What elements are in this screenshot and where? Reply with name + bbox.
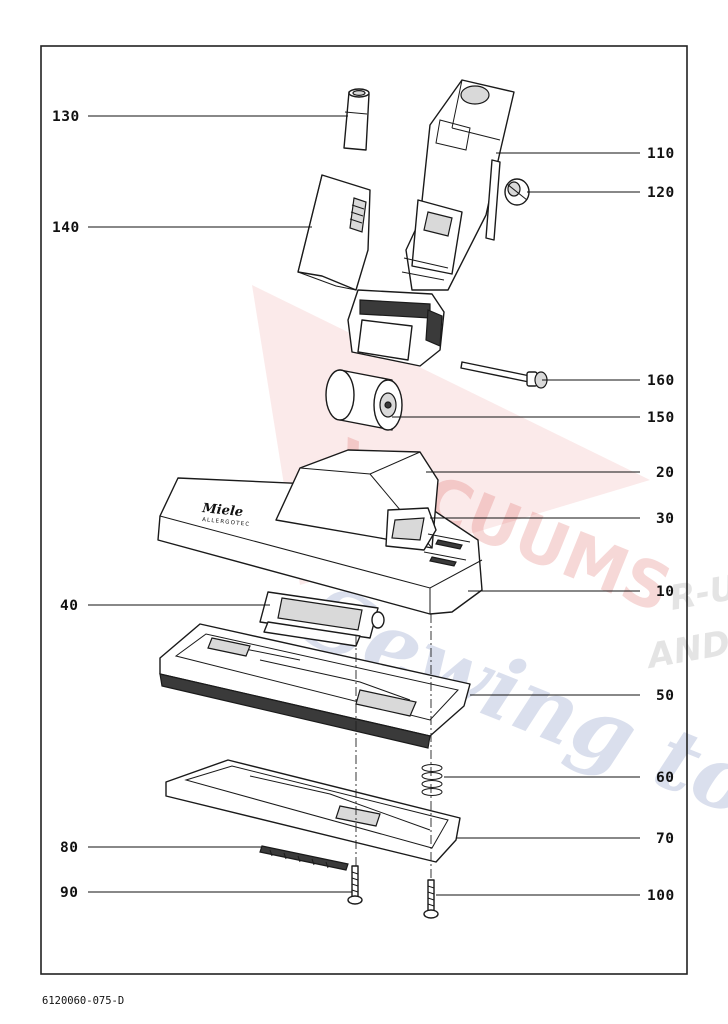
callout-150: 150 [647, 410, 675, 426]
part-140-cover [297, 174, 371, 291]
callout-120: 120 [647, 185, 675, 201]
callout-140: 140 [52, 220, 80, 236]
callout-90: 90 [60, 885, 78, 901]
callout-130: 130 [52, 109, 80, 125]
callout-50: 50 [656, 688, 674, 704]
brand-logo-text: Miele [201, 501, 244, 520]
callout-40: 40 [60, 598, 78, 614]
callout-10: 10 [656, 584, 674, 600]
part-30-clip [385, 507, 471, 567]
part-70-base-plate [165, 759, 461, 863]
part-110-neck-housing [347, 79, 515, 367]
watermark-side-bottom: AND [642, 623, 728, 677]
document-reference: 6120060-075-D [42, 995, 124, 1007]
callout-110: 110 [647, 146, 675, 162]
leader-lines [88, 115, 640, 896]
part-90-screw [347, 865, 363, 905]
part-100-screw [423, 879, 439, 919]
callout-20: 20 [656, 465, 674, 481]
part-60-spring [421, 764, 443, 796]
callout-80: 80 [60, 840, 78, 856]
callout-100: 100 [647, 888, 675, 904]
callout-labels: 130 140 110 120 160 150 20 30 10 40 50 6… [52, 109, 675, 904]
part-130-tube [343, 88, 370, 151]
part-80-strip [259, 845, 349, 871]
callout-60: 60 [656, 770, 674, 786]
brand-sub-text: ALLERGOTEC [202, 517, 251, 528]
assembly-axes [355, 614, 432, 880]
callout-70: 70 [656, 831, 674, 847]
part-50-sole-plate [159, 623, 471, 749]
watermark-side-top: R-U [667, 568, 728, 619]
diagram-frame [40, 45, 688, 975]
part-120-cap [504, 178, 530, 206]
callout-160: 160 [647, 373, 675, 389]
part-40-frame [259, 591, 385, 647]
callout-30: 30 [656, 511, 674, 527]
part-160-axle-pin [460, 361, 548, 389]
